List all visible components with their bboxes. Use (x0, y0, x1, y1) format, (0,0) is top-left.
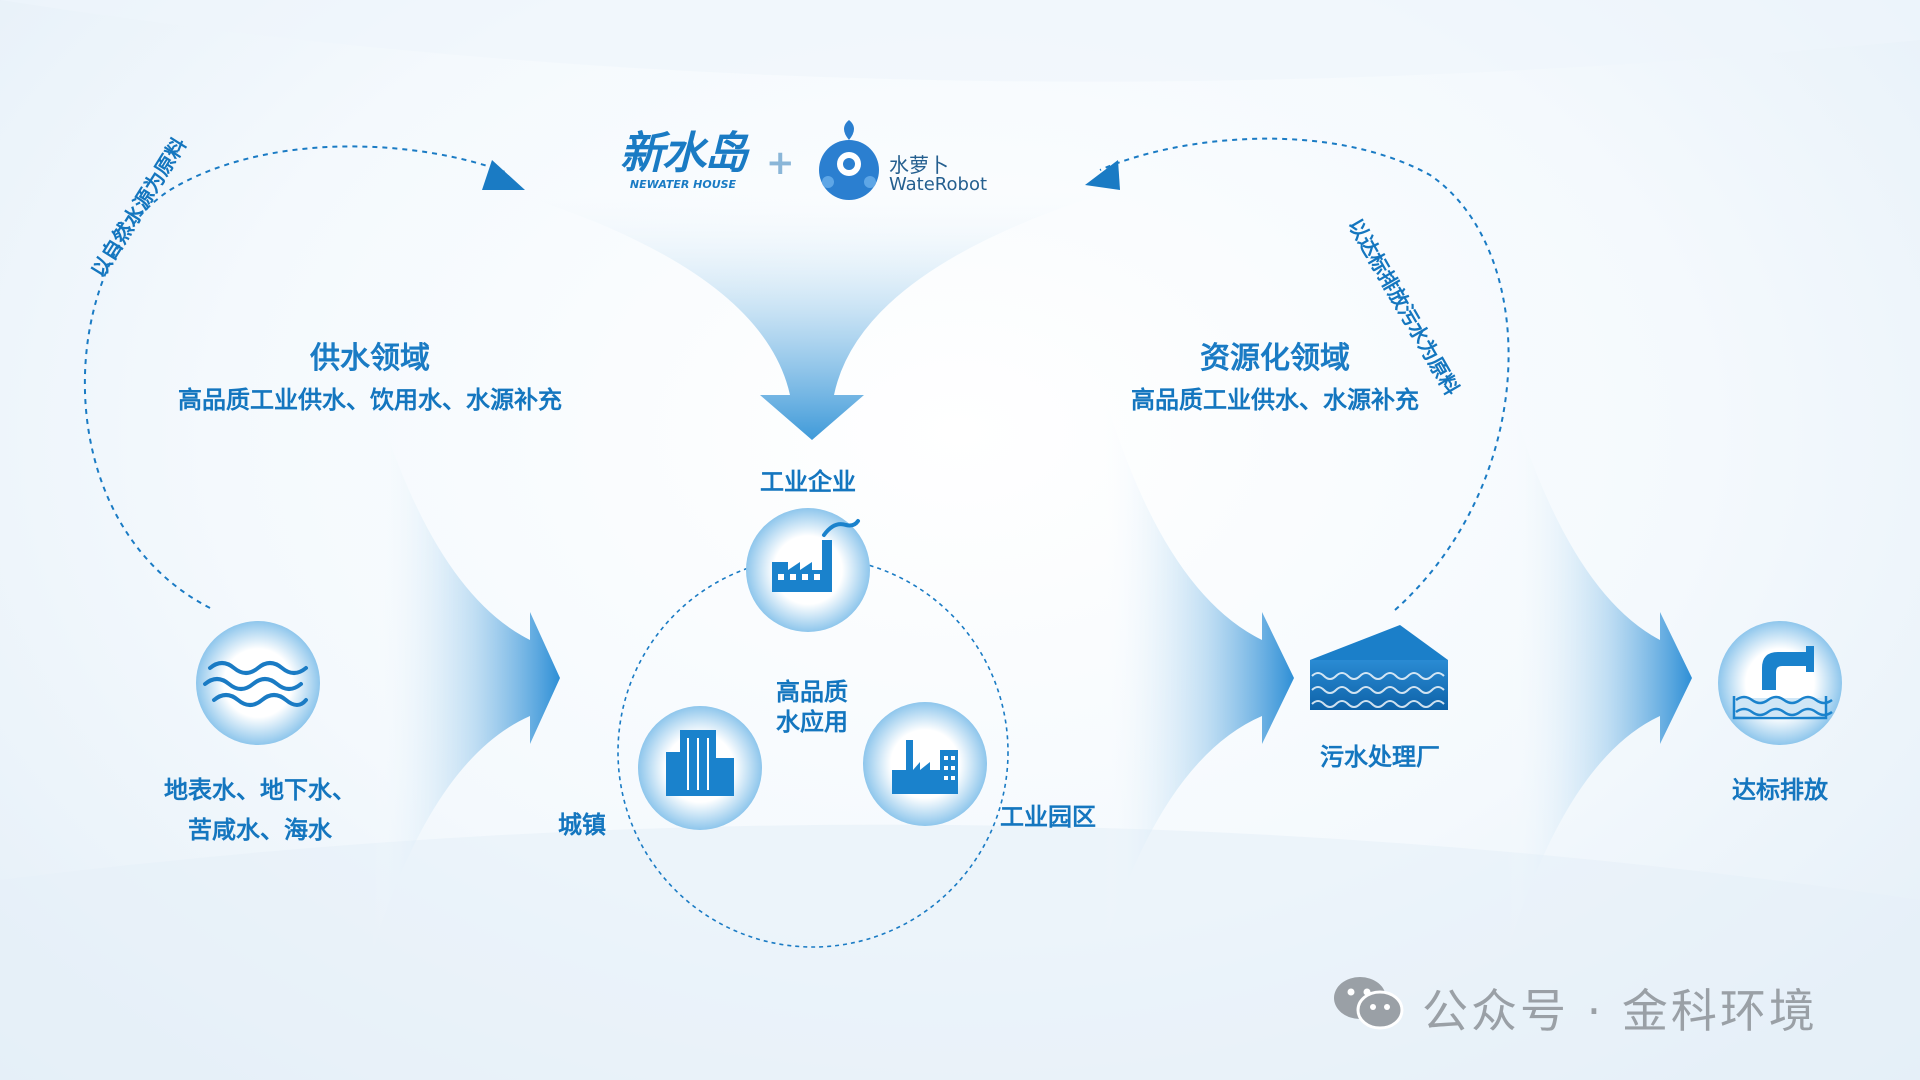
discharge-pipe-icon (1718, 621, 1842, 745)
center-label-line2: 水应用 (776, 708, 848, 736)
natural-water-icon (196, 621, 320, 745)
industrial-park-icon (863, 702, 987, 826)
source-label-line2: 苦咸水、海水 (188, 816, 332, 844)
newater-logo-cn: 新水岛 (620, 128, 748, 179)
watermark: 公众号 · 金科环境 (1330, 972, 1818, 1043)
wechat-icon (1330, 972, 1406, 1043)
factory-icon (746, 508, 870, 632)
funnel-down-arrow (470, 180, 1150, 440)
center-label-line1: 高品质 (776, 678, 848, 706)
right-arc-arrowhead (1085, 160, 1120, 190)
resource-subtitle: 高品质工业供水、水源补充 (1131, 386, 1419, 414)
flow-arrow-2 (1100, 380, 1294, 960)
wastewater-plant-icon (1310, 625, 1448, 710)
industrial-park-label: 工业园区 (1000, 803, 1096, 831)
newater-logo: 新水岛 NEWATER HOUSE (618, 128, 748, 192)
left-arc-arrowhead (482, 160, 525, 190)
waterobot-logo-en: WateRobot (889, 174, 988, 195)
resource-title: 资源化领域 (1200, 341, 1350, 376)
plus-sign: + (766, 143, 795, 183)
discharge-label: 达标排放 (1732, 776, 1828, 804)
flow-arrow-1 (370, 380, 560, 960)
waterobot-logo-cn: 水萝卜 (889, 153, 949, 177)
flow-arrow-3 (1505, 380, 1692, 960)
center-dashed-circle (617, 556, 1009, 948)
newater-logo-en: NEWATER HOUSE (629, 178, 737, 191)
source-label-line1: 地表水、地下水、 (164, 776, 356, 804)
wastewater-plant-label: 污水处理厂 (1320, 743, 1440, 771)
bg-sweep-top (0, 0, 1920, 82)
watermark-text: 公众号 · 金科环境 (1422, 983, 1818, 1038)
city-buildings-icon (638, 706, 762, 830)
city-label: 城镇 (558, 811, 606, 839)
supply-title: 供水领域 (310, 341, 430, 376)
waterobot-logo-icon (819, 120, 879, 200)
bg-sweep-bottom (0, 824, 1920, 1080)
industrial-enterprise-label: 工业企业 (760, 468, 856, 496)
supply-subtitle: 高品质工业供水、饮用水、水源补充 (178, 386, 562, 414)
